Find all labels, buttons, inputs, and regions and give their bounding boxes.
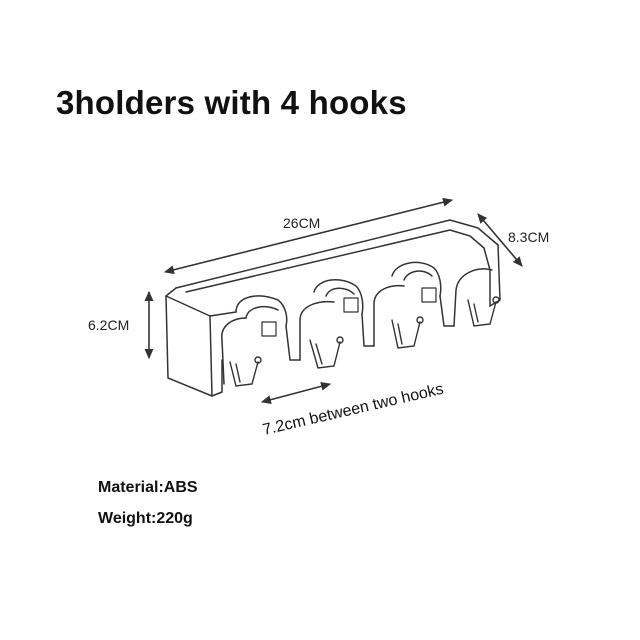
hooks-group — [229, 296, 500, 387]
material-spec: Material:ABS — [98, 479, 198, 496]
depth-dimension-arrow — [477, 213, 523, 267]
hook-spacing-label: 7.2cm between two hooks — [261, 381, 445, 439]
hook-2 — [309, 336, 344, 369]
hook-3 — [391, 316, 424, 349]
height-dimension-label: 6.2CM — [88, 317, 129, 333]
weight-spec: Weight:220g — [98, 510, 193, 527]
hook-4 — [467, 296, 500, 327]
length-dimension-label: 26CM — [283, 215, 320, 231]
hook-spacing-arrow — [260, 381, 332, 405]
holder-body — [165, 219, 501, 397]
hook-1 — [229, 356, 262, 387]
length-dimension-arrow — [163, 197, 454, 275]
depth-dimension-label: 8.3CM — [508, 229, 549, 245]
product-title: 3holders with 4 hooks — [56, 84, 407, 121]
